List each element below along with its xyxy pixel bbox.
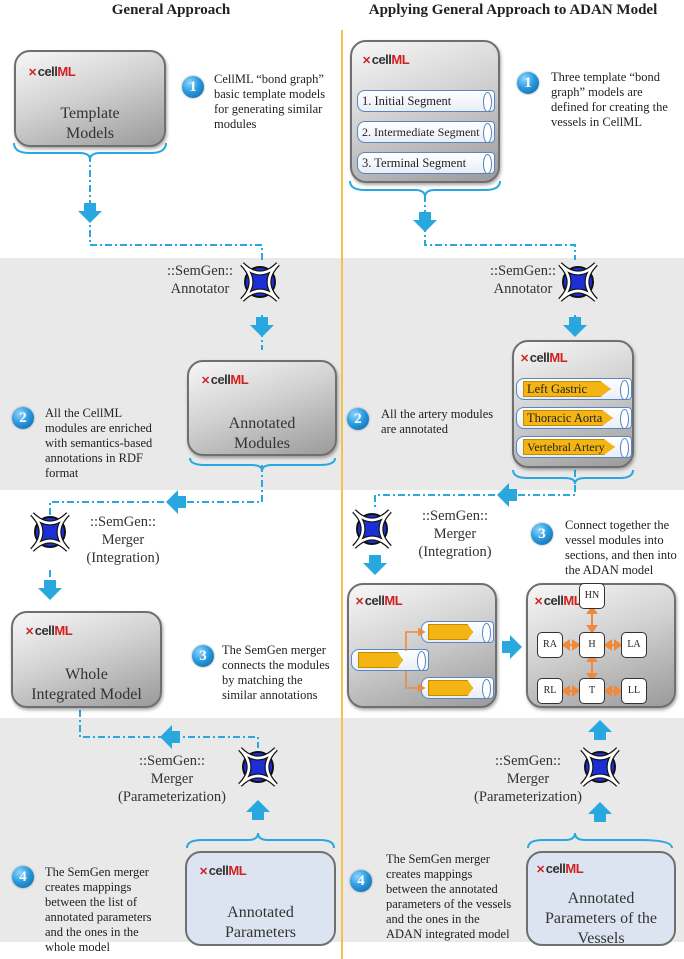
- annotated-arteries-box: ✕cellML Left Gastric Thoracic Aorta Vert…: [512, 340, 634, 468]
- step-4-badge: 4: [350, 870, 372, 892]
- brace: [349, 180, 501, 198]
- step-2-description: All the artery modules are annotated: [381, 407, 494, 436]
- box-label: Template Models: [60, 105, 120, 142]
- cellml-logo: ✕cellML: [25, 623, 73, 638]
- box-label: Annotated Modules: [228, 415, 296, 452]
- semgen-knot-icon: [558, 262, 598, 302]
- box-label: Annotated Parameters of the Vessels: [545, 890, 657, 947]
- step-1-badge: 1: [517, 72, 539, 94]
- adan-node-h: H: [579, 632, 605, 658]
- step-2-badge: 2: [347, 408, 369, 430]
- vessel-branch-upper: [421, 621, 494, 643]
- vessel-trunk: [351, 649, 429, 671]
- artery-tag-left-gastric: Left Gastric: [523, 381, 611, 397]
- segment-terminal: 3. Terminal Segment: [357, 152, 495, 174]
- annotated-parameters-box: ✕cellML Annotated Parameters: [185, 851, 336, 946]
- vessel-tag: [428, 624, 473, 640]
- adan-model-box: ✕cellML HN RA H LA RL T LL: [526, 583, 676, 708]
- merger-integration-label: ::SemGen:: Merger (Integration): [86, 514, 160, 566]
- semgen-knot-icon: [238, 747, 278, 787]
- adan-node-la: LA: [621, 632, 647, 658]
- annotator-label: ::SemGen:: Annotator: [166, 263, 234, 297]
- box-label: Whole Integrated Model: [31, 666, 142, 703]
- vessel-tag: [358, 652, 403, 668]
- cellml-logo: ✕cellML: [520, 350, 568, 365]
- step-3-badge: 3: [531, 523, 553, 545]
- cellml-logo: ✕cellML: [534, 593, 582, 608]
- column-divider: [341, 30, 343, 959]
- step-1-badge: 1: [182, 76, 204, 98]
- template-segments-box: ✕cellML 1. Initial Segment 2. Intermedia…: [350, 40, 500, 183]
- right-column-title: Applying General Approach to ADAN Model: [368, 2, 658, 18]
- step-2-description: All the CellML modules are enriched with…: [45, 406, 153, 480]
- step-4-description: The SemGen merger creates mappings betwe…: [386, 852, 512, 941]
- flow-line: [89, 155, 263, 260]
- arrow-down: [363, 555, 387, 575]
- left-column-title: General Approach: [111, 2, 231, 18]
- arrow-right: [502, 635, 522, 659]
- flow-line: [424, 195, 576, 260]
- cellml-logo: ✕cellML: [201, 372, 249, 387]
- adan-node-hn: HN: [579, 583, 605, 609]
- arrow-left: [166, 490, 186, 514]
- step-3-badge: 3: [192, 645, 214, 667]
- step-3-description: The SemGen merger connects the modules b…: [222, 643, 330, 702]
- segment-intermediate: 2. Intermediate Segment: [357, 121, 495, 143]
- vessel-tag: [428, 680, 473, 696]
- adan-node-rl: RL: [537, 678, 563, 704]
- merger-parameterization-label: ::SemGen:: Merger (Parameterization): [118, 753, 226, 805]
- segment-initial: 1. Initial Segment: [357, 90, 495, 112]
- cellml-logo: ✕cellML: [28, 64, 76, 79]
- semgen-knot-icon: [352, 509, 392, 549]
- whole-integrated-model-box: ✕cellML Whole Integrated Model: [11, 611, 162, 708]
- semgen-knot-icon: [240, 262, 280, 302]
- semgen-knot-icon: [30, 512, 70, 552]
- cellml-logo: ✕cellML: [355, 593, 403, 608]
- annotated-vessel-parameters-box: ✕cellML Annotated Parameters of the Vess…: [526, 851, 676, 947]
- merger-integration-label: ::SemGen:: Merger (Integration): [418, 508, 492, 560]
- artery-vessel: Vertebral Artery: [516, 436, 632, 458]
- arrow-down: [78, 203, 102, 223]
- adan-node-t: T: [579, 678, 605, 704]
- adan-node-ll: LL: [621, 678, 647, 704]
- artery-vessel: Thoracic Aorta: [516, 407, 632, 429]
- template-models-box: ✕cellML Template Models: [14, 50, 166, 147]
- artery-tag-vertebral-artery: Vertebral Artery: [523, 439, 615, 455]
- merger-parameterization-label: ::SemGen:: Merger (Parameterization): [474, 753, 582, 805]
- step-1-description: CellML “bond graph” basic template model…: [214, 72, 326, 131]
- cellml-logo: ✕cellML: [199, 863, 247, 878]
- cellml-logo: ✕cellML: [362, 52, 410, 67]
- arrow-down: [38, 580, 62, 600]
- semgen-knot-icon: [580, 747, 620, 787]
- step-1-description: Three template “bond graph” models are d…: [551, 70, 668, 129]
- adan-node-ra: RA: [537, 632, 563, 658]
- artery-vessel: Left Gastric: [516, 378, 632, 400]
- arrow-down: [413, 212, 437, 232]
- vessel-branch-lower: [421, 677, 494, 699]
- step-3-description: Connect together the vessel modules into…: [565, 518, 677, 577]
- box-label: Annotated Parameters: [224, 904, 297, 941]
- cellml-logo: ✕cellML: [536, 861, 584, 876]
- annotated-modules-box: ✕cellML Annotated Modules: [187, 360, 337, 456]
- artery-tag-thoracic-aorta: Thoracic Aorta: [523, 410, 613, 426]
- step-4-description: The SemGen merger creates mappings betwe…: [45, 865, 152, 954]
- annotator-label: ::SemGen:: Annotator: [489, 263, 557, 297]
- step-2-badge: 2: [12, 407, 34, 429]
- step-4-badge: 4: [12, 866, 34, 888]
- vessel-section-box: ✕cellML: [347, 583, 497, 708]
